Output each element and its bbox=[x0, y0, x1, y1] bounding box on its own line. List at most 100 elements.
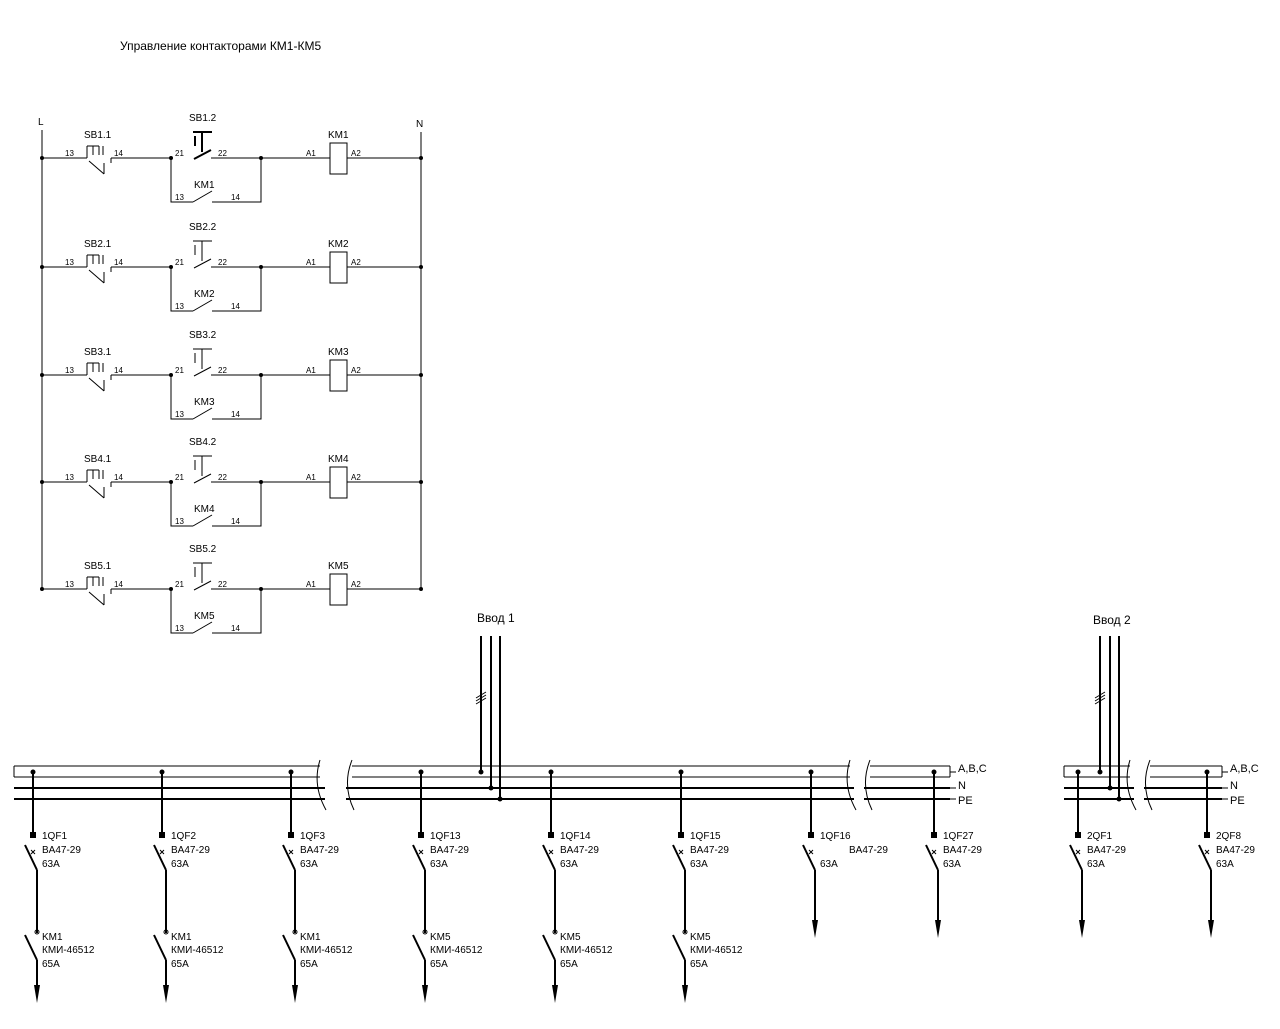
coil-symbol bbox=[329, 142, 348, 175]
breaker-rating-label: 63A bbox=[560, 859, 578, 870]
bus-label-n-1: N bbox=[958, 780, 966, 792]
pin-label: 14 bbox=[114, 580, 123, 589]
incomer-2: Ввод 2 bbox=[1093, 613, 1131, 802]
breaker-trip-mark bbox=[1075, 849, 1081, 855]
breaker-label: 1QF16 bbox=[820, 831, 851, 842]
breaker-trip-mark bbox=[30, 849, 36, 855]
contactor-wire bbox=[282, 930, 296, 985]
pin-label: 13 bbox=[175, 193, 184, 202]
stop-button-label: SB5.2 bbox=[189, 544, 217, 555]
contactor-type-label: КМИ-46512 bbox=[171, 945, 224, 956]
contactor-rating-label: 65A bbox=[300, 959, 318, 970]
contactor-terminal bbox=[163, 929, 169, 935]
pin-label: 22 bbox=[218, 366, 227, 375]
breaker-type-label: BA47-29 bbox=[430, 845, 469, 856]
breaker-rating-label: 63A bbox=[943, 859, 961, 870]
aux-contact-label: KM3 bbox=[194, 397, 215, 408]
start-button-label: SB1.1 bbox=[84, 130, 112, 141]
outgoing-arrow bbox=[1079, 920, 1085, 938]
junction-dot bbox=[40, 265, 44, 269]
pin-label: 13 bbox=[175, 410, 184, 419]
contactor-wire bbox=[672, 930, 686, 985]
contactor-rating-label: 65A bbox=[690, 959, 708, 970]
terminal-l-label: L bbox=[38, 117, 44, 128]
pin-label: 21 bbox=[175, 149, 184, 158]
power-circuit: A,B,C N PE A,B,C N PE Ввод 1 Ввод 2 bbox=[13, 611, 1259, 1003]
breaker-terminal bbox=[1075, 832, 1081, 838]
outgoing-arrow bbox=[34, 985, 40, 1003]
feeder-wire bbox=[24, 772, 38, 930]
start-button-label: SB3.1 bbox=[84, 347, 112, 358]
breaker-label: 2QF1 bbox=[1087, 831, 1112, 842]
start-button-symbol bbox=[86, 145, 112, 175]
breaker-label: 1QF3 bbox=[300, 831, 325, 842]
contactor-label: KM1 bbox=[171, 932, 192, 943]
feeder-wire bbox=[412, 772, 426, 930]
contactor-type-label: КМИ-46512 bbox=[430, 945, 483, 956]
aux-contact-label: KM4 bbox=[194, 504, 215, 515]
busbar-section-2 bbox=[346, 759, 857, 811]
contactor-wire bbox=[542, 930, 556, 985]
bus-tap-dot bbox=[1204, 769, 1210, 775]
junction-dot bbox=[419, 587, 423, 591]
junction-dot bbox=[259, 156, 263, 160]
bus-tap-dot bbox=[1075, 769, 1081, 775]
pin-label: A1 bbox=[306, 580, 316, 589]
contactor-label: KM1 bbox=[42, 932, 63, 943]
breaker-type-label: BA47-29 bbox=[943, 845, 982, 856]
bus-tap-dot bbox=[808, 769, 814, 775]
pin-label: 22 bbox=[218, 473, 227, 482]
breaker-type-label: BA47-29 bbox=[300, 845, 339, 856]
junction-dot bbox=[40, 587, 44, 591]
bus-label-pe-1: PE bbox=[958, 795, 973, 807]
feeder-wire bbox=[925, 772, 939, 920]
start-button-label: SB2.1 bbox=[84, 239, 112, 250]
feed-label-1: Ввод 1 bbox=[477, 611, 515, 625]
pin-label: A1 bbox=[306, 473, 316, 482]
contactor-terminal bbox=[34, 929, 40, 935]
self-hold-branch bbox=[170, 158, 262, 203]
breaker-terminal bbox=[418, 832, 424, 838]
bus-tap-dot bbox=[30, 769, 36, 775]
breaker-terminal bbox=[159, 832, 165, 838]
contactor-label: KM5 bbox=[430, 932, 451, 943]
pin-label: 13 bbox=[65, 258, 74, 267]
coil-label: KM4 bbox=[328, 454, 349, 465]
breaker-type-label: BA47-29 bbox=[1087, 845, 1126, 856]
busbar-section-1 bbox=[13, 759, 327, 811]
breaker-trip-mark bbox=[288, 849, 294, 855]
breaker-label: 1QF13 bbox=[430, 831, 461, 842]
stop-button-symbol bbox=[193, 131, 212, 160]
junction-dot bbox=[169, 480, 173, 484]
bus-tap-dot bbox=[678, 769, 684, 775]
contactor-type-label: КМИ-46512 bbox=[690, 945, 743, 956]
breaker-label: 1QF14 bbox=[560, 831, 591, 842]
breaker-type-label: BA47-29 bbox=[560, 845, 599, 856]
incomer-1: Ввод 1 bbox=[475, 611, 515, 802]
pin-label: 14 bbox=[114, 258, 123, 267]
breaker-label: 1QF2 bbox=[171, 831, 196, 842]
pin-label: 14 bbox=[231, 624, 240, 633]
pin-label: 13 bbox=[175, 517, 184, 526]
breaker-rating-label: 63A bbox=[171, 859, 189, 870]
start-button-symbol bbox=[86, 469, 112, 499]
pin-label: 13 bbox=[175, 302, 184, 311]
start-button-symbol bbox=[86, 254, 112, 284]
pin-label: 14 bbox=[231, 302, 240, 311]
pin-label: 21 bbox=[175, 366, 184, 375]
start-button-symbol bbox=[86, 576, 112, 606]
bus-tap-dot bbox=[548, 769, 554, 775]
junction-dot bbox=[419, 373, 423, 377]
bus-tap-dot bbox=[159, 769, 165, 775]
feeder-wire bbox=[672, 772, 686, 930]
pin-label: A2 bbox=[351, 258, 361, 267]
breaker-trip-mark bbox=[808, 849, 814, 855]
